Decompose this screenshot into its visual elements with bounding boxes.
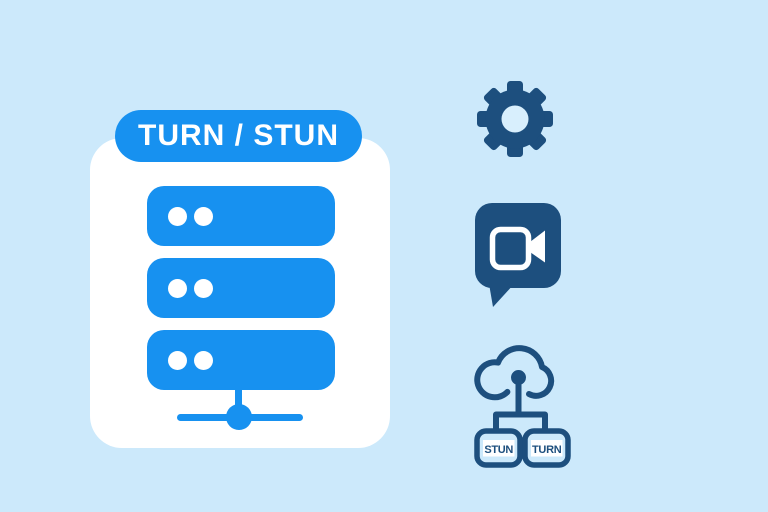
- server-led: [168, 278, 187, 298]
- server-rack-1: [147, 186, 335, 246]
- cloud-outline: [474, 345, 555, 401]
- turn-label-chip: [531, 440, 563, 457]
- server-led: [193, 350, 213, 370]
- connector-branches: [493, 411, 548, 431]
- network-stem: [235, 388, 242, 410]
- chat-bubble: [475, 203, 561, 288]
- server-led: [193, 278, 213, 298]
- turn-label: TURN: [532, 444, 562, 456]
- turn-stun-badge: TURN / STUN: [115, 110, 362, 162]
- stun-label: STUN: [484, 444, 513, 456]
- network-node: [226, 404, 252, 430]
- badge-label: TURN / STUN: [138, 119, 339, 152]
- server-led: [168, 350, 187, 370]
- server-rack-3: [147, 330, 335, 390]
- server-rack-2: [147, 258, 335, 318]
- server-led: [168, 206, 187, 226]
- video-chat-icon: [475, 203, 561, 307]
- server-led: [193, 206, 213, 226]
- gear-icon: [477, 81, 553, 157]
- turn-box: [522, 428, 571, 468]
- camera-body: [489, 226, 532, 271]
- stun-label-chip: [483, 440, 515, 457]
- cloud-network-icon: STUN TURN: [474, 345, 571, 468]
- stun-box: [474, 428, 523, 468]
- camera-lens-prism: [530, 230, 545, 263]
- gear-hole: [501, 105, 529, 133]
- cloud-node-dot: [511, 370, 526, 385]
